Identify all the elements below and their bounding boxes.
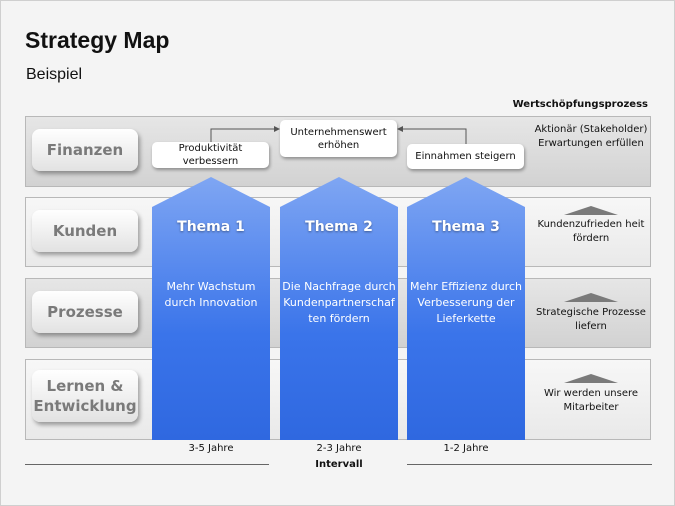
perspective-label-prozesse: Prozesse xyxy=(32,291,138,333)
theme-arrow-3: Thema 3 Mehr Effizienz durch Verbesserun… xyxy=(407,177,525,440)
interval-line-right xyxy=(407,464,652,465)
theme-title: Thema 1 xyxy=(177,219,245,235)
goal-prozesse: Strategische Prozesse liefern xyxy=(536,307,646,332)
interval-label: Intervall xyxy=(315,459,363,470)
perspective-label-kunden: Kunden xyxy=(32,210,138,252)
finance-box-unternehmenswert: Unternehmenswert erhöhen xyxy=(280,120,397,157)
up-triangle-icon xyxy=(564,206,618,215)
up-triangle-icon xyxy=(564,374,618,383)
goal-kunden: Kundenzufrieden heit fördern xyxy=(537,219,645,244)
interval-line-left xyxy=(25,464,269,465)
connector-arrows xyxy=(210,126,467,144)
theme-title: Thema 2 xyxy=(305,219,373,235)
connector-left xyxy=(210,126,280,142)
interval-theme-1: 3-5 Jahre xyxy=(188,443,234,454)
value-chain-label: Wertschöpfungsprozess xyxy=(512,99,648,110)
theme-arrow-2: Thema 2 Die Nachfrage durch Kundenpartne… xyxy=(280,177,398,440)
theme-description: Die Nachfrage durch Kundenpartnerschaf t… xyxy=(282,280,396,325)
goal-finanzen: Aktionär (Stakeholder) Erwartungen erfül… xyxy=(534,124,648,149)
up-triangle-icon xyxy=(564,293,618,302)
connector-right xyxy=(397,126,467,144)
page-subtitle: Beispiel xyxy=(26,66,83,83)
finance-box-produktivitaet: Produktivität verbessern xyxy=(152,142,269,168)
finance-box-einnahmen: Einnahmen steigern xyxy=(407,144,524,169)
theme-description: Mehr Effizienz durch Verbesserung der Li… xyxy=(410,280,522,325)
theme-title: Thema 3 xyxy=(432,219,500,235)
interval-theme-3: 1-2 Jahre xyxy=(443,443,489,454)
perspective-label-lernen: Lernen & Entwicklung xyxy=(32,370,138,422)
goal-lernen: Wir werden unsere Mitarbeiter xyxy=(543,388,639,413)
theme-description: Mehr Wachstum durch Innovation xyxy=(164,280,258,309)
theme-arrow-1: Thema 1 Mehr Wachstum durch Innovation xyxy=(152,177,270,440)
page-title: Strategy Map xyxy=(25,27,170,53)
perspective-label-finanzen: Finanzen xyxy=(32,129,138,171)
interval-theme-2: 2-3 Jahre xyxy=(316,443,362,454)
